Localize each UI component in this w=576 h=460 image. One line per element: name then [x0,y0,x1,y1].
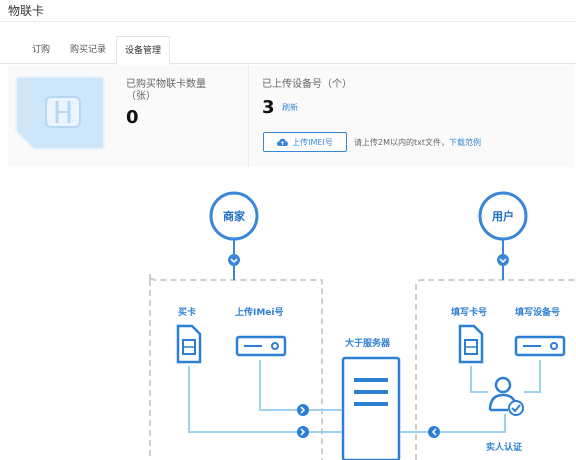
server-icon [341,356,401,460]
stats-panel: 已购买物联卡数量 （张） 0 已上传设备号（个） 3 刷新 上传IMEI号 请上… [8,65,574,167]
flow-diagram-graphics [149,191,576,460]
fill-card-label: 填写卡号 [451,308,488,318]
server-label: 大于服务器 [345,339,391,349]
uploaded-count-label: 已上传设备号（个） [262,79,352,90]
user-connector-dot [497,254,509,266]
merchant-label: 商家 [223,210,245,223]
user-circle [478,191,528,241]
title-divider [0,21,576,22]
stats-divider [248,65,249,167]
upload-imei-button[interactable]: 上传IMEI号 [263,132,347,152]
download-sample-link[interactable]: 下载范例 [449,138,481,147]
merchant-group-border [149,273,323,460]
upload-hint: 请上传2M以内的txt文件，下载范例 [354,138,481,147]
refresh-link[interactable]: 刷新 [282,103,298,112]
verify-label: 实人认证 [486,443,523,453]
uploaded-count-value: 3 [262,97,275,118]
tab-purchase-history[interactable]: 购买记录 [69,45,106,55]
tab-device-management[interactable]: 设备管理 [116,36,170,65]
purchased-count-value: 0 [126,107,139,128]
buy-card-sim-icon [176,324,202,364]
buy-card-label: 买卡 [178,308,197,318]
page-title: 物联卡 [8,4,45,18]
person-verify-icon [488,376,524,416]
merchant-connector-dot [228,254,240,266]
upload-imei-device-icon [235,335,287,357]
tab-bar: 订购 购买记录 设备管理 [0,36,576,65]
fill-device-icon [514,335,566,357]
user-label: 用户 [492,210,514,223]
fill-card-sim-icon [458,324,484,364]
user-group-border [415,279,576,460]
purchased-count-label: 已购买物联卡数量 （张） [126,79,206,102]
sim-card-icon [15,76,105,150]
upload-imei-step-label: 上传IMei号 [235,308,284,318]
tab-order[interactable]: 订购 [31,45,50,55]
fill-device-label: 填写设备号 [515,308,561,318]
merchant-circle [209,191,259,241]
upload-imei-label: 上传IMEI号 [292,137,333,147]
flow-diagram: 商家 用户 买卡 上传IMei号 大于服务器 填写卡号 填写设备号 实人认证 [0,170,576,460]
cloud-upload-icon [277,138,289,146]
